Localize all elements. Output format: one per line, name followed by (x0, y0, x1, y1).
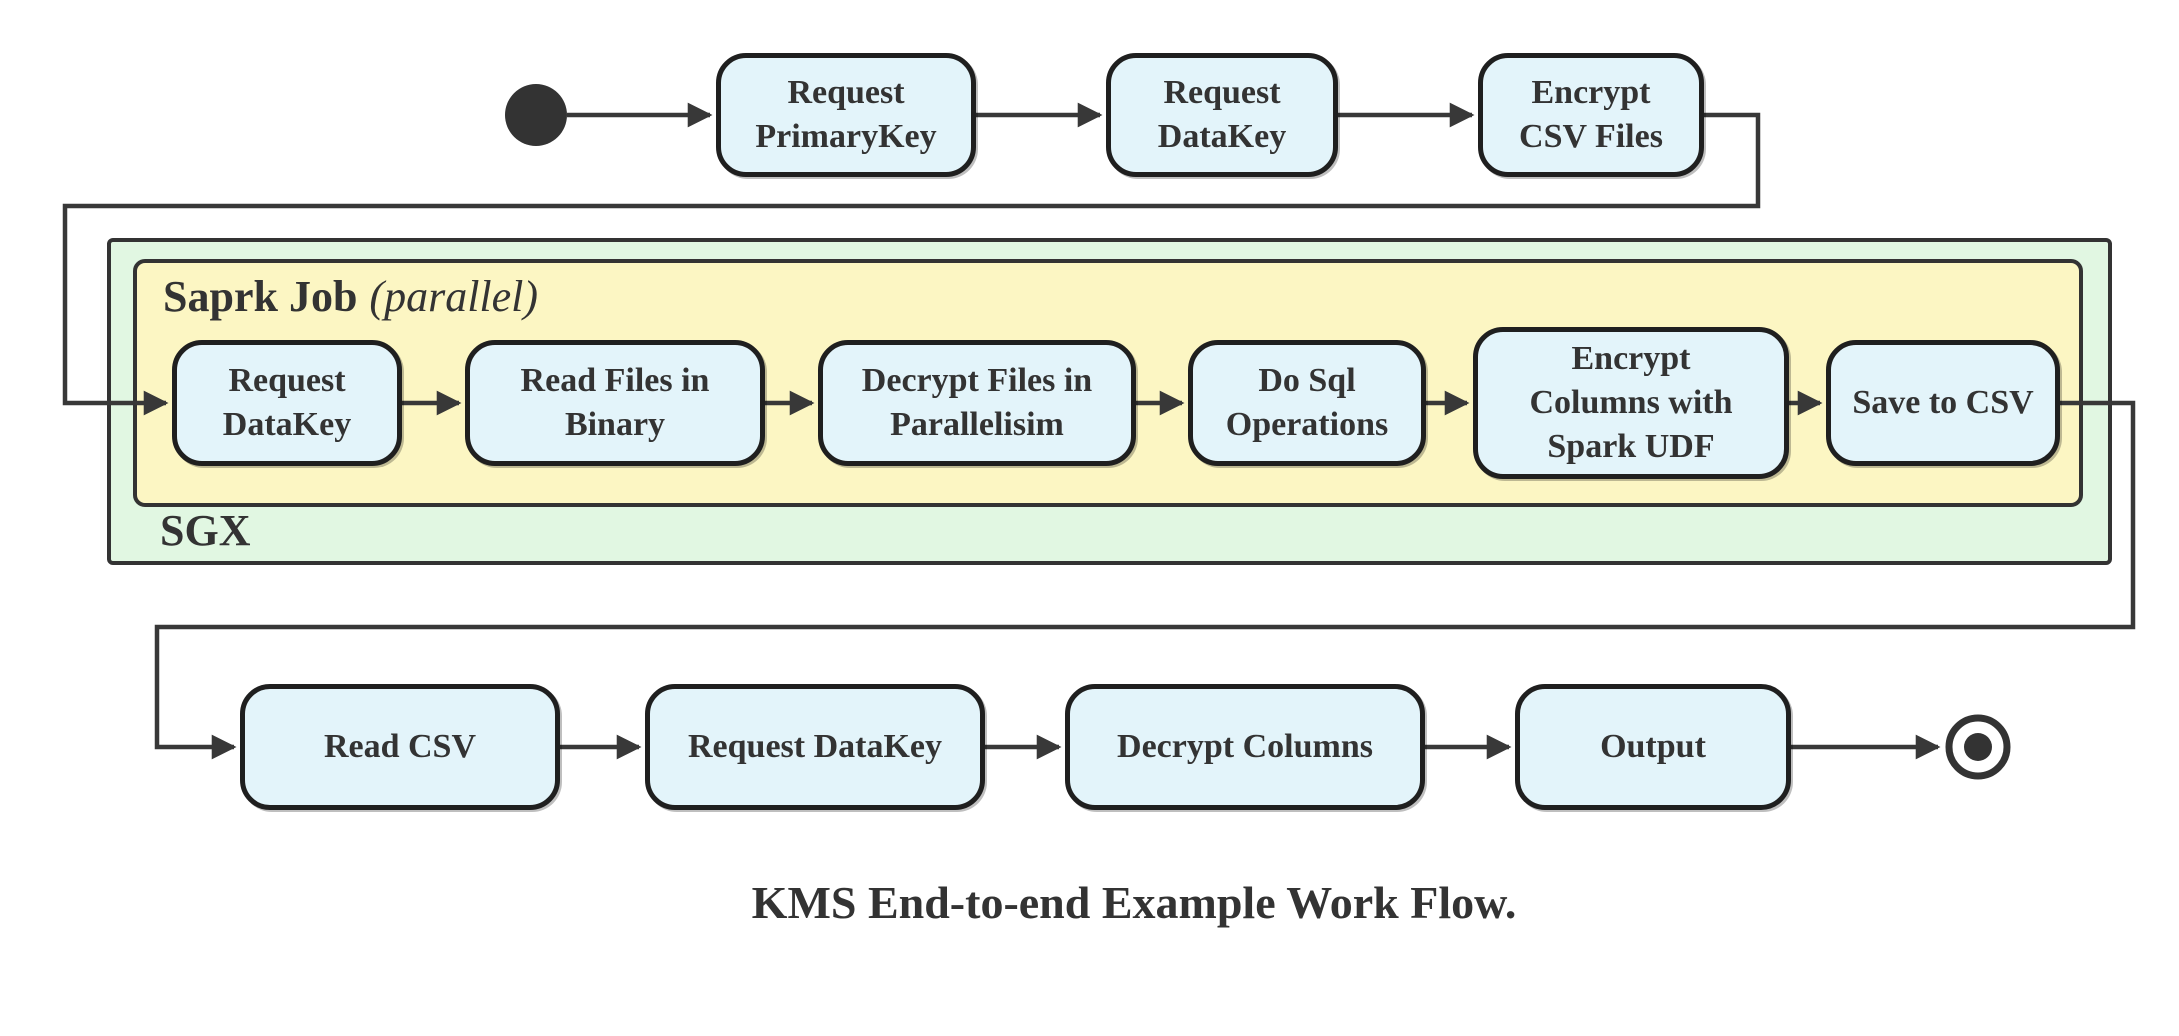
spark-job-label: Saprk Job(parallel) (163, 272, 538, 323)
node-decrypt-columns: Decrypt Columns (1065, 684, 1425, 810)
node-output: Output (1515, 684, 1791, 810)
node-encrypt-csv-files: Encrypt CSV Files (1478, 53, 1704, 177)
node-sgx-request-datakey: Request DataKey (172, 340, 402, 466)
spark-job-qualifier: (parallel) (369, 272, 539, 321)
node-decrypt-files-in-parallelisim: Decrypt Files in Parallelisim (818, 340, 1136, 466)
node-save-to-csv: Save to CSV (1826, 340, 2060, 466)
spark-job-label-text: Saprk Job (163, 272, 358, 321)
start-state-node (505, 84, 567, 146)
node-request-primarykey: Request PrimaryKey (716, 53, 976, 177)
node-do-sql-operations: Do Sql Operations (1188, 340, 1426, 466)
node-read-csv: Read CSV (240, 684, 560, 810)
sgx-label: SGX (160, 506, 251, 555)
diagram-caption: KMS End-to-end Example Work Flow. (751, 877, 1517, 928)
end-state-node (1964, 733, 1992, 761)
node-read-files-in-binary: Read Files in Binary (465, 340, 765, 466)
node-request-datakey-bottom: Request DataKey (645, 684, 985, 810)
node-encrypt-columns-with-spark-udf: Encrypt Columns with Spark UDF (1473, 327, 1789, 479)
end-state-ring (1945, 714, 2011, 780)
node-request-datakey-top: Request DataKey (1106, 53, 1338, 177)
